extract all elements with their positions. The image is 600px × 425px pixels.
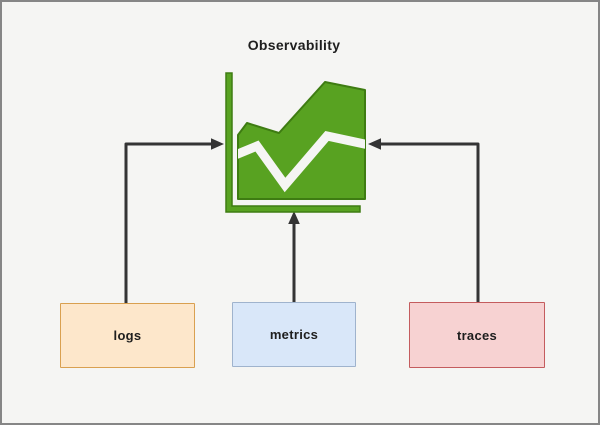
node-traces-label: traces (456, 327, 498, 343)
chart-axis-shape (225, 72, 361, 213)
chart-line-stripe (238, 131, 365, 193)
arrow-metrics-to-observability (288, 211, 300, 303)
arrowhead-right-icon (211, 138, 224, 150)
arrow-logs-to-observability (124, 138, 224, 303)
diagram-title: Observability (247, 37, 341, 53)
node-logs[interactable]: logs (60, 303, 195, 368)
arrow-traces-to-observability (368, 138, 480, 303)
arrowhead-left-icon (368, 138, 381, 150)
node-traces[interactable]: traces (409, 302, 545, 368)
node-metrics[interactable]: metrics (232, 302, 356, 367)
node-logs-label: logs (113, 328, 142, 343)
node-metrics-label: metrics (269, 327, 319, 342)
area-chart-icon (224, 70, 366, 216)
